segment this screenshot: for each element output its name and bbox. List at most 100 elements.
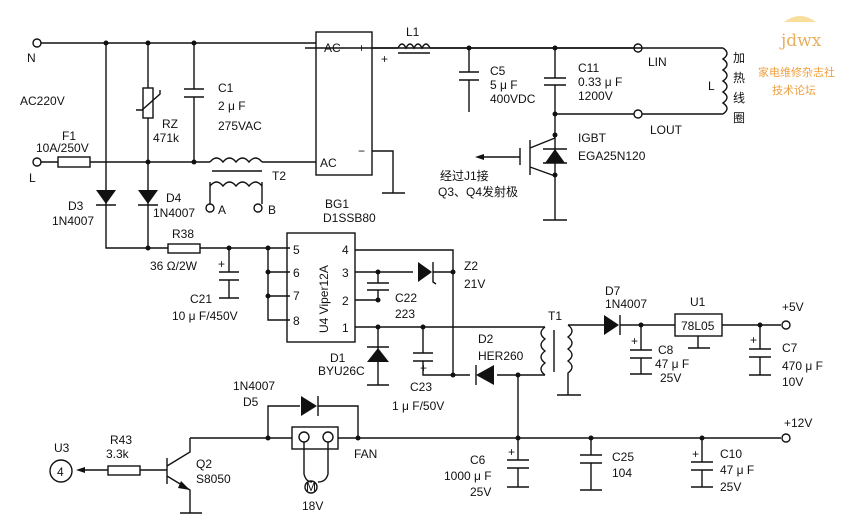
watermark-line2: 技术论坛 xyxy=(772,83,816,97)
u3-pin: 4 xyxy=(57,465,64,479)
t2-name: T2 xyxy=(272,169,286,183)
fan-label: FAN xyxy=(354,447,377,461)
d1-part: BYU26C xyxy=(318,364,365,378)
plus-sign: + xyxy=(692,447,699,461)
c10-value: 47 μ F xyxy=(720,463,754,477)
u4-name: U4 Viper12A xyxy=(317,265,331,333)
d4-name: D4 xyxy=(166,191,182,205)
c7-value: 470 μ F xyxy=(782,359,823,373)
feedback-circuit: Z2 21V C22 223 D1 BYU26C + C23 1 μ F/50V… xyxy=(318,249,545,438)
motor-label: M xyxy=(306,480,316,494)
c10-rating: 25V xyxy=(720,480,741,494)
z2-value: 21V xyxy=(464,277,485,291)
fuse-f1 xyxy=(57,156,91,168)
c22-name: C22 xyxy=(395,291,417,305)
bridge-plus-out: + xyxy=(381,52,388,66)
bridge-name: BG1 xyxy=(325,197,349,211)
pin-label: 3 xyxy=(342,266,349,280)
igbt: IGBT EGA25N120 经过J1接 Q3、Q4发射极 xyxy=(438,131,646,199)
c1-value: 2 μ F xyxy=(218,99,246,113)
c8-rating: 25V xyxy=(660,371,681,385)
igbt-part: EGA25N120 xyxy=(578,149,646,163)
terminal-l xyxy=(32,157,42,167)
c23-value: 1 μ F/50V xyxy=(392,399,444,413)
d2-part: HER260 xyxy=(478,349,524,363)
igbt-note2: Q3、Q4发射极 xyxy=(438,184,518,199)
label-12v: +12V xyxy=(784,416,812,430)
c10-name: C10 xyxy=(720,447,742,461)
d2-name: D2 xyxy=(478,332,494,346)
c11-rating: 1200V xyxy=(578,89,613,103)
fan-voltage: 18V xyxy=(302,499,323,513)
d5-name: D5 xyxy=(243,395,259,409)
d1-name: D1 xyxy=(330,351,346,365)
lout-label: LOUT xyxy=(650,123,683,137)
plus-sign: + xyxy=(508,445,515,459)
c25-value: 104 xyxy=(612,466,632,480)
plus-sign: + xyxy=(420,361,427,375)
igbt-note1: 经过J1接 xyxy=(440,168,489,183)
bridge-bg1: AC AC + − + BG1 D1SSB80 xyxy=(315,31,405,225)
pin-label: 5 xyxy=(293,243,300,257)
c5-value: 5 μ F xyxy=(490,78,518,92)
bridge-ac2: AC xyxy=(320,156,337,170)
c8-value: 47 μ F xyxy=(655,357,689,371)
varistor-rz: RZ 471k xyxy=(136,43,180,162)
label-5v: +5V xyxy=(782,300,804,314)
c11-name: C11 xyxy=(578,61,599,75)
q2-part: S8050 xyxy=(196,472,231,486)
c22-value: 223 xyxy=(395,307,415,321)
terminal-n xyxy=(32,38,42,48)
fan-motor-icon xyxy=(304,480,318,494)
d3-name: D3 xyxy=(68,199,84,213)
r43-value: 3.3k xyxy=(106,447,130,461)
connector-u3 xyxy=(49,459,73,483)
c1-rating: 275VAC xyxy=(218,119,262,133)
fuse-name: F1 xyxy=(62,129,76,143)
r38-value: 36 Ω/2W xyxy=(150,259,198,273)
r38-name: R38 xyxy=(172,227,194,241)
watermark: jdwx 家电维修杂志社 技术论坛 xyxy=(758,16,835,97)
d4-part: 1N4007 xyxy=(153,206,195,220)
pin-label: 7 xyxy=(293,289,300,303)
fan-circuit: 1N4007 D5 M 18V FAN xyxy=(233,379,377,513)
c6-name: C6 xyxy=(470,453,486,467)
u1-name: U1 xyxy=(690,295,706,309)
heating-coil: LIN LOUT L 加 热 线 圈 xyxy=(305,43,745,137)
coil-label-char: 加 xyxy=(733,51,745,65)
fan-driver: Q2 S8050 R43 3.3k 4 U3 xyxy=(49,433,231,514)
watermark-logo: jdwx xyxy=(779,31,822,51)
rail-12v: +12V + C6 1000 μ F 25V C25 104 + C10 47 … xyxy=(190,416,812,499)
diodes-d3-d4: D3 1N4007 D4 1N4007 xyxy=(52,43,290,249)
sun-logo-icon xyxy=(784,16,816,22)
rz-name: RZ xyxy=(162,117,178,131)
transformer-t2: A B T2 xyxy=(205,157,286,217)
d7-part: 1N4007 xyxy=(605,297,647,311)
d5-part: 1N4007 xyxy=(233,379,275,393)
bridge-part: D1SSB80 xyxy=(323,211,376,225)
pin-label: 4 xyxy=(342,243,349,257)
q2-name: Q2 xyxy=(196,457,212,471)
pin-label: 8 xyxy=(293,314,300,328)
capacitor-c1: C1 2 μ F 275VAC xyxy=(184,43,262,162)
coil-l-label: L xyxy=(708,79,715,93)
coil-label-char: 热 xyxy=(733,71,745,85)
c8-name: C8 xyxy=(658,343,674,357)
igbt-name: IGBT xyxy=(578,131,607,145)
c5-name: C5 xyxy=(490,64,506,78)
pin-label: 1 xyxy=(342,321,349,335)
fuse-value: 10A/250V xyxy=(36,141,89,155)
pin-label: 6 xyxy=(293,266,300,280)
c23-name: C23 xyxy=(410,380,432,394)
plus-sign: + xyxy=(750,333,757,347)
terminal-5v xyxy=(781,320,791,330)
terminal-12v xyxy=(781,433,791,443)
z2-name: Z2 xyxy=(464,259,478,273)
transformer-t1: T1 D7 1N4007 + C8 47 μ F 25V 78L05 U1 + … xyxy=(540,284,823,396)
startup-circuit: R38 36 Ω/2W + C21 10 μ F/450V xyxy=(145,227,290,323)
t2-a: A xyxy=(218,203,226,217)
l1-name: L1 xyxy=(406,25,420,39)
c6-rating: 25V xyxy=(470,485,491,499)
plus-sign: + xyxy=(218,257,225,271)
